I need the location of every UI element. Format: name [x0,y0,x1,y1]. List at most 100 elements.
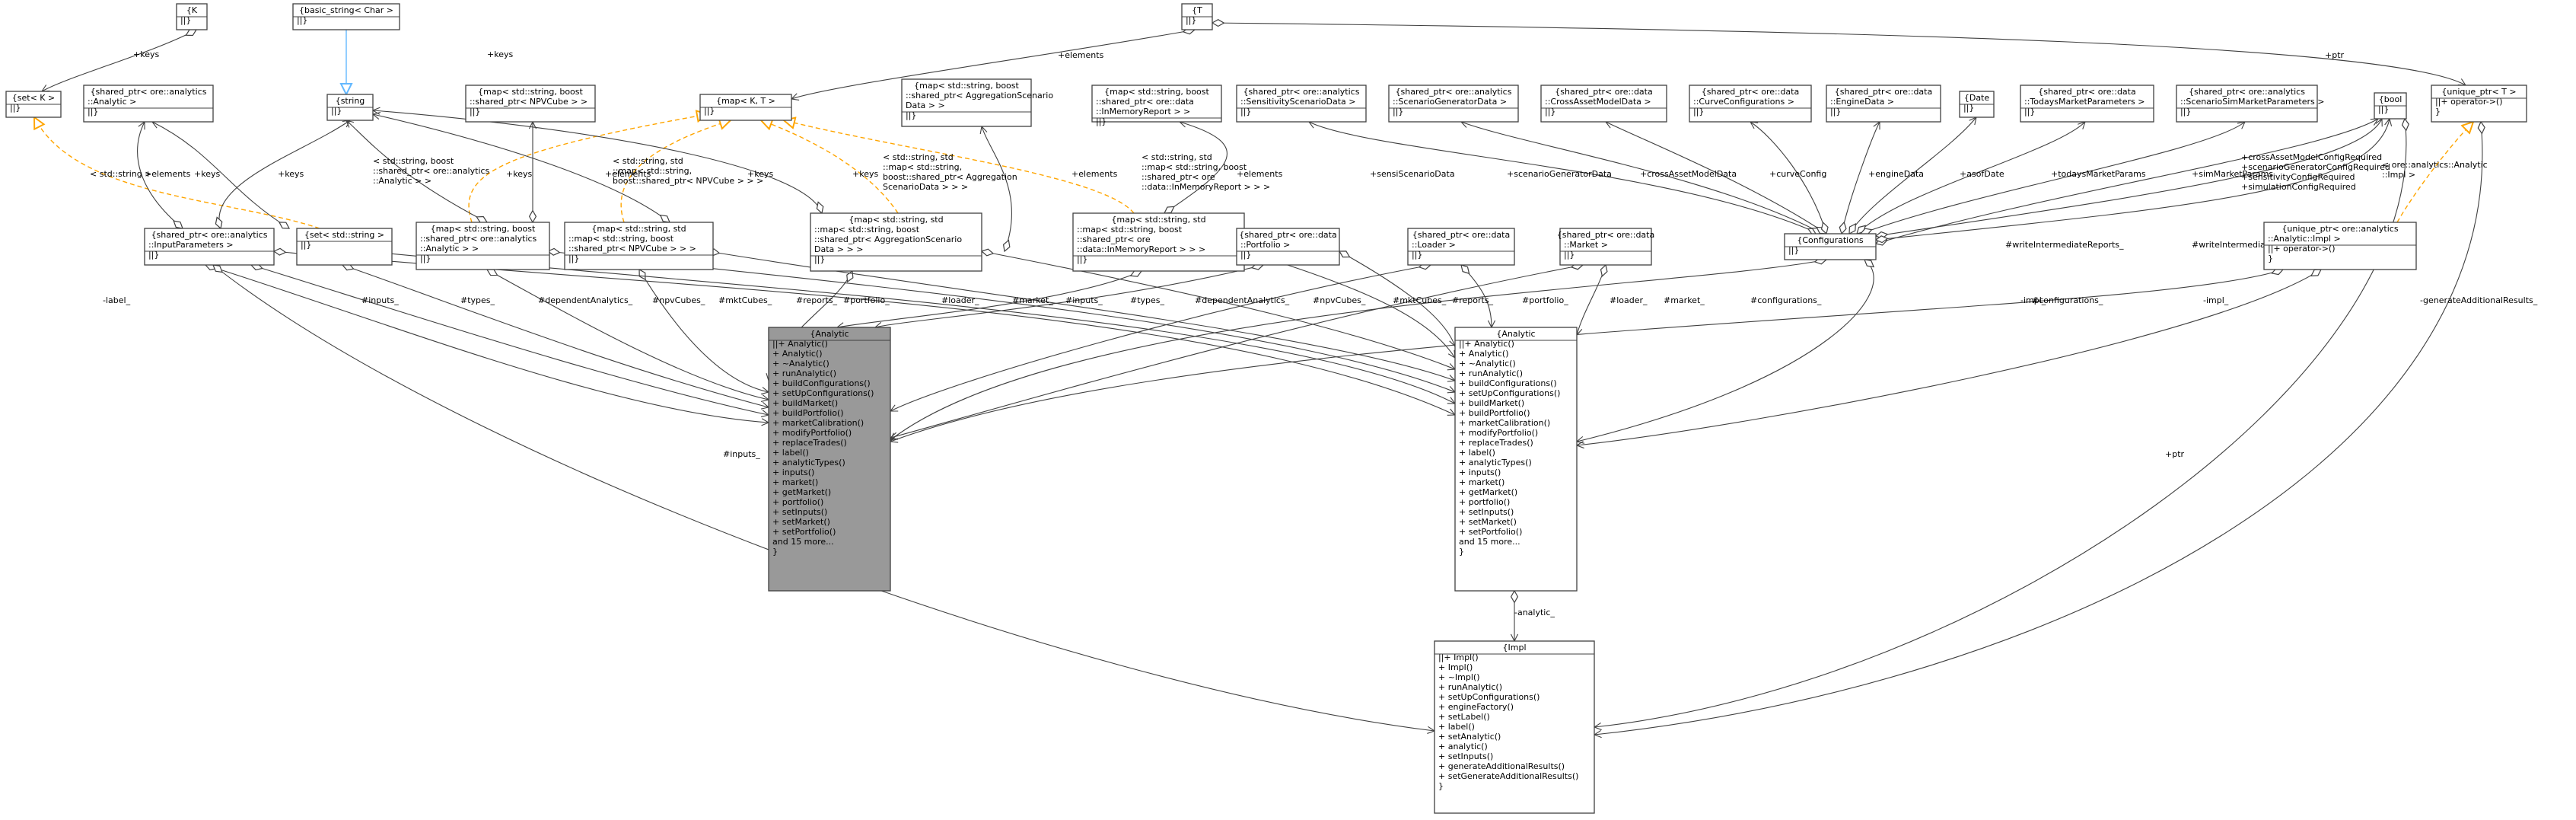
edge [1577,265,1606,335]
node-box [1236,85,1367,123]
node-text-line: and 15 more... [772,537,834,547]
edge-label: +scenarioGeneratorData [1507,169,1612,179]
node-sp_curve[interactable]: {shared_ptr< ore::data::CurveConfigurati… [1689,85,1812,123]
node-uptr_T[interactable]: {unique_ptr< T >||+ operator->()} [2431,85,2527,123]
node-sp_cam[interactable]: {shared_ptr< ore::data::CrossAssetModelD… [1540,85,1667,123]
edge-label: #types_ [460,295,495,305]
node-text-line: ||} [2024,107,2035,116]
node-set_string[interactable]: {set< std::string >||} [296,228,393,266]
node-text-line: + setPortfolio() [772,527,836,537]
edge [784,120,1135,214]
node-text-line: + Impl() [1438,662,1473,672]
node-sp_sensi[interactable]: {shared_ptr< ore::analytics::Sensitivity… [1236,85,1367,123]
node-text-line: ||} [1693,107,1704,116]
node-text-line: ||} [301,240,311,250]
node-text-line: ||} [1788,245,1799,255]
edge [1594,122,2482,735]
node-string[interactable]: {string||} [326,94,374,121]
node-map_analytic[interactable]: {map< std::string, boost::shared_ptr< or… [416,222,550,270]
node-text-line: ||} [420,254,431,263]
node-text-line: {map< std::string, boost [1104,87,1209,97]
node-set_K[interactable]: {set< K >||} [5,91,62,118]
edge-label: +elements [1058,50,1104,60]
node-text-line: {set< K > [12,93,55,103]
node-text-line: + analyticTypes() [772,458,845,467]
edge-label: #market_ [1012,295,1053,305]
node-map_map_npv[interactable]: {map< std::string, std::map< std::string… [564,222,714,270]
node-map_map_inmem[interactable]: {map< std::string, std::map< std::string… [1072,212,1245,272]
node-box [1559,228,1652,266]
node-text-line: ::map< std::string, boost [1077,225,1183,235]
node-box [1826,85,1941,123]
node-sp_market[interactable]: {shared_ptr< ore::data::Market >||} [1557,228,1654,266]
node-text-line: ||} [180,15,191,25]
edge-label: < std::string, std::map< std::string,boo… [613,156,763,186]
node-analytic_2[interactable]: {Analytic||+ Analytic()+ Analytic()+ ~An… [1454,327,1578,592]
node-configurations[interactable]: {Configurations||} [1784,233,1877,260]
node-text-line: {map< std::string, boost [914,81,1019,91]
node-text-line: ||} [10,103,21,113]
node-text-line: {shared_ptr< ore::data [1835,87,1932,97]
edge-label: +engineData [1868,169,1924,179]
edge [1577,260,1874,442]
node-sp_portfolio[interactable]: {shared_ptr< ore::data::Portfolio >||} [1236,228,1340,266]
node-text-line: + inputs() [772,467,814,477]
node-text-line: ||+ Analytic() [1459,339,1514,349]
node-text-line: {shared_ptr< ore::analytics [91,87,207,97]
node-sp_inputs[interactable]: {shared_ptr< ore::analytics::InputParame… [144,228,275,266]
node-text-line: + setUpConfigurations() [772,388,874,398]
node-sp_loader[interactable]: {shared_ptr< ore::data::Loader >||} [1407,228,1515,266]
node-text-line: ::Analytic > [88,97,136,107]
node-text-line: + modifyPortfolio() [1459,428,1538,438]
node-text-line: {K [186,5,198,15]
node-text-line: ||} [1545,107,1555,116]
node-map_KT[interactable]: {map< K, T >||} [699,94,792,121]
node-uptr_impl[interactable]: {unique_ptr< ore::analytics::Analytic::I… [2263,222,2417,270]
edge-label: +keys [852,169,878,179]
edge-label: < std::string > [90,169,151,179]
edge-label: #loader_ [941,295,979,305]
node-text-line: {shared_ptr< ore::analytics [1243,87,1360,97]
node-impl[interactable]: {Impl||+ Impl()+ Impl()+ ~Impl()+ runAna… [1434,640,1595,814]
node-box [2431,85,2527,123]
node-text-line: + generateAdditionalResults() [1438,761,1565,771]
node-sp_ssmp[interactable]: {shared_ptr< ore::analytics::ScenarioSim… [2176,85,2324,123]
node-text-line: ||} [470,107,480,116]
node-map_npv[interactable]: {map< std::string, boost::shared_ptr< NP… [465,85,596,123]
edge-label: #configurations_ [2032,295,2103,305]
edge-label: +elements [145,169,191,179]
node-sp_analytic[interactable]: {shared_ptr< ore::analytics::Analytic >|… [83,85,214,123]
node-map_agg[interactable]: {map< std::string, boost::shared_ptr< Ag… [901,78,1053,127]
node-sp_engine[interactable]: {shared_ptr< ore::data::EngineData >||} [1826,85,1941,123]
edge [42,30,196,91]
node-sp_scengen[interactable]: {shared_ptr< ore::analytics::ScenarioGen… [1388,85,1519,123]
node-map_inmem[interactable]: {map< std::string, boost::shared_ptr< or… [1091,85,1222,126]
node-text-line: ||} [297,15,307,25]
edge-label: +curveConfig [1769,169,1826,179]
node-text-line: {bool [2379,94,2402,104]
edge-label: #npvCubes_ [1313,295,1366,305]
node-text-line: ::CurveConfigurations > [1693,97,1794,107]
edge-label: -impl_ [2203,295,2229,305]
node-box [1407,228,1515,266]
node-text-line: {shared_ptr< ore::analytics [1396,87,1512,97]
node-text-line: + buildConfigurations() [772,378,871,388]
edge [890,260,1826,440]
node-K[interactable]: {K||} [176,3,208,30]
node-bool[interactable]: {bool||} [2374,92,2407,120]
node-T[interactable]: {T||} [1181,3,1213,30]
node-sp_tmp[interactable]: {shared_ptr< ore::data::TodaysMarketPara… [2020,85,2154,123]
node-basic_string[interactable]: {basic_string< Char >||} [292,3,400,30]
node-box [901,78,1032,127]
node-map_map_agg[interactable]: {map< std::string, std::map< std::string… [810,212,982,272]
edge-label: #configurations_ [1750,295,1822,305]
node-text-line: + buildPortfolio() [1459,408,1530,418]
node-text-line: ::Loader > [1412,240,1456,250]
edge-label: +elements [1237,169,1283,179]
node-date[interactable]: {Date||} [1959,91,1995,118]
node-text-line: ::Market > [1564,240,1608,250]
edge [639,270,769,392]
node-analytic_main[interactable]: {Analytic||+ Analytic()+ Analytic()+ ~An… [768,327,891,592]
node-text-line: } [1438,781,1444,791]
edge [1594,119,2406,727]
